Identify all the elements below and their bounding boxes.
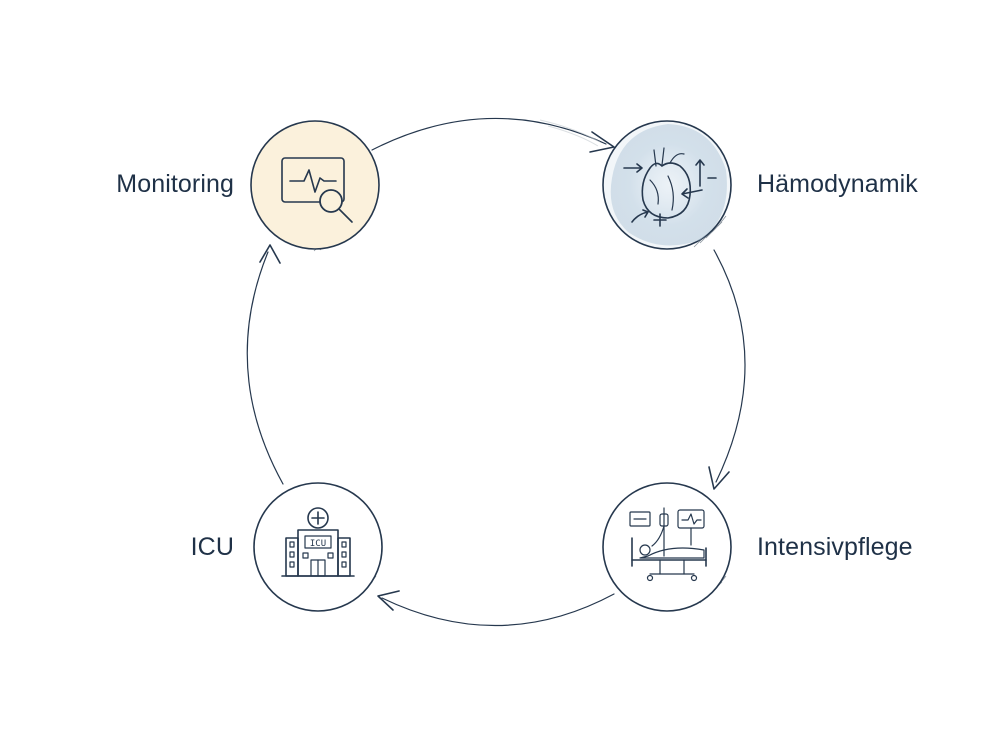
icu-circle (253, 482, 383, 612)
hospital-bed-icon (629, 507, 707, 582)
brush-stroke (539, 119, 601, 147)
arrow-haemodynamik-to-intensivpflege (713, 249, 746, 483)
label-intensivpflege: Intensivpflege (757, 533, 913, 561)
arrow-intensivpflege-to-icu (381, 593, 615, 627)
intensivpflege-circle (602, 482, 732, 612)
monitor-search-icon (281, 157, 353, 223)
arrow-icu-to-monitoring (246, 251, 284, 485)
arrow-icu-to-monitoring-head (259, 244, 281, 264)
node-icu: ICU (253, 482, 383, 612)
icu-sign-text: ICU (310, 539, 326, 549)
arrow-monitoring-to-haemodynamik-head (589, 131, 615, 153)
label-monitoring: Monitoring (116, 170, 234, 198)
label-haemodynamik: Hämodynamik (757, 170, 918, 198)
heart-icon (623, 147, 717, 227)
node-monitoring (250, 120, 380, 252)
arrow-intensivpflege-to-icu-head (377, 590, 400, 611)
node-haemodynamik (602, 120, 732, 250)
icu-building-icon: ICU (281, 507, 355, 577)
arrow-monitoring-to-haemodynamik (371, 117, 607, 151)
node-intensivpflege (602, 482, 732, 612)
cycle-arrows (246, 117, 746, 627)
monitoring-circle (250, 120, 380, 250)
label-icu: ICU (190, 533, 234, 561)
arrow-haemodynamik-to-intensivpflege-head (708, 466, 730, 490)
